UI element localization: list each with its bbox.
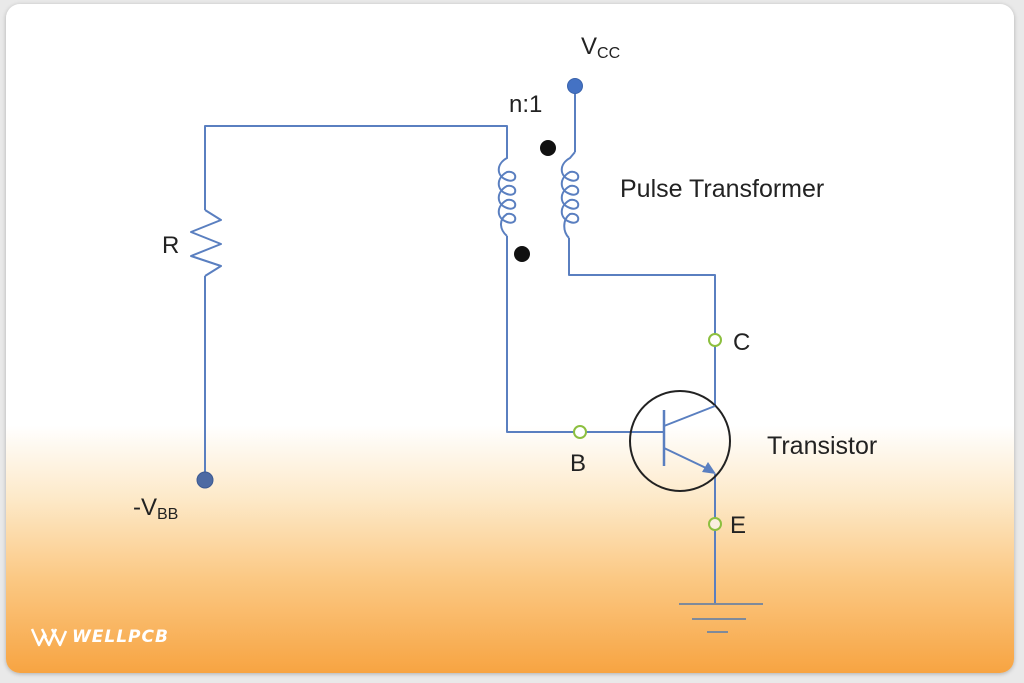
polarity-dot-primary — [514, 246, 530, 262]
transistor-symbol — [629, 390, 731, 492]
diagram-card — [6, 4, 1014, 673]
vcc-label: VCC — [581, 33, 620, 62]
logo-text: WELLPCB — [72, 627, 169, 647]
primary-coil — [497, 152, 517, 237]
emitter-label: E — [730, 512, 746, 539]
emitter-node — [708, 517, 722, 531]
vbb-terminal — [196, 471, 214, 489]
resistor-symbol — [190, 209, 222, 277]
ground-symbol — [679, 603, 763, 633]
wellpcb-logo: WELLPCB — [30, 624, 169, 650]
wire-secondary-collector — [568, 238, 716, 334]
pulse-transformer-label: Pulse Transformer — [620, 175, 824, 203]
transistor-label: Transistor — [767, 432, 877, 460]
collector-label: C — [733, 329, 750, 356]
ratio-label: n:1 — [509, 91, 542, 118]
secondary-coil — [560, 151, 580, 239]
wire-primary-base — [506, 236, 574, 433]
vbb-label: -VBB — [133, 494, 178, 523]
wire-top-loop — [204, 125, 508, 210]
base-node — [573, 425, 587, 439]
base-label: B — [570, 450, 586, 477]
polarity-dot-secondary — [540, 140, 556, 156]
wellpcb-w-logo-icon — [30, 628, 68, 647]
vcc-terminal — [567, 78, 583, 94]
resistor-label: R — [162, 232, 179, 259]
collector-node — [708, 333, 722, 347]
